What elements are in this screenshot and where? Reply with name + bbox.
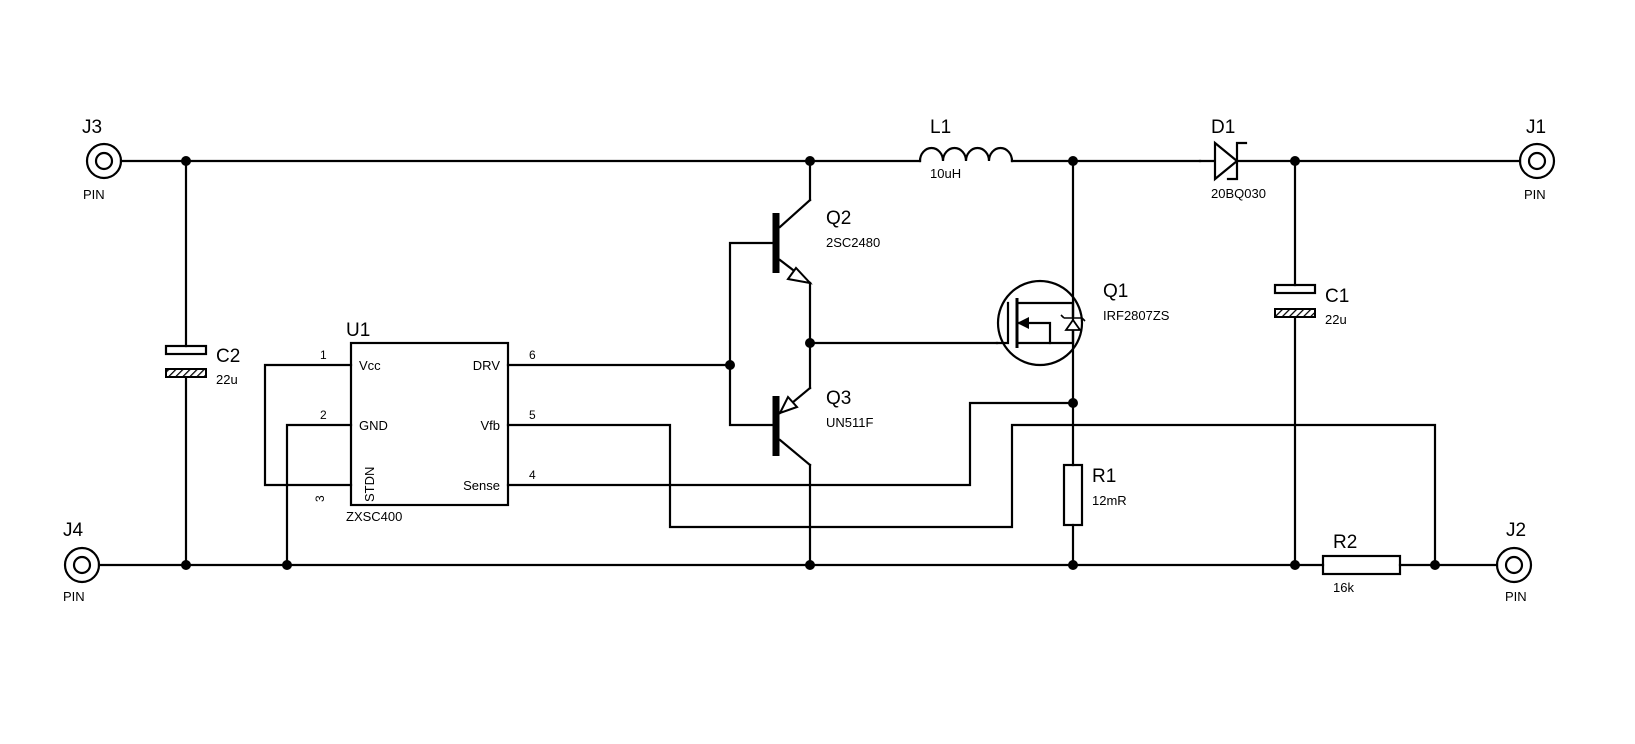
u1-pin-vcc-name: Vcc: [359, 358, 381, 373]
u1-pin-vfb-name: Vfb: [480, 418, 500, 433]
j1-ref: J1: [1526, 117, 1546, 138]
q3-value: UN511F: [826, 415, 874, 430]
d1-value: 20BQ030: [1211, 186, 1266, 201]
connector-j2: J2 PIN: [1495, 520, 1533, 604]
j3-ref: J3: [82, 117, 102, 138]
junction-dot: [1068, 398, 1078, 408]
wire-vcc-stdn-loop: [263, 363, 353, 487]
c1-ref: C1: [1325, 286, 1349, 307]
u1-pin-sense-name: Sense: [463, 478, 500, 493]
u1-value: ZXSC400: [346, 509, 402, 524]
u1-pin-vcc-num: 1: [320, 348, 327, 362]
q2-ref: Q2: [826, 208, 851, 229]
q2-value: 2SC2480: [826, 235, 880, 250]
wire-gnd: [285, 423, 353, 567]
junction-dot: [805, 156, 815, 166]
r2-ref: R2: [1333, 532, 1357, 553]
transistor-q3: Q3 UN511F: [772, 386, 874, 467]
u1-pin-gnd-name: GND: [359, 418, 388, 433]
capacitor-c1: C1 22u: [1273, 283, 1349, 327]
u1-pin-drv-num: 6: [529, 348, 536, 362]
j2-type: PIN: [1505, 589, 1527, 604]
l1-ref: L1: [930, 117, 951, 138]
r1-ref: R1: [1092, 466, 1116, 487]
wire-sense: [506, 401, 1075, 487]
resistor-r2: R2 16k: [1321, 532, 1402, 595]
connector-j3: J3 PIN: [82, 117, 123, 202]
l1-value: 10uH: [930, 166, 961, 181]
q1-value: IRF2807ZS: [1103, 308, 1170, 323]
j4-type: PIN: [63, 589, 85, 604]
wires: [97, 159, 1522, 567]
r2-value: 16k: [1333, 580, 1354, 595]
wire-base-link: [728, 241, 774, 427]
junction-dot: [805, 338, 815, 348]
junction-dot: [1430, 560, 1440, 570]
junctions: [181, 156, 1440, 570]
diode-d1: D1 20BQ030: [1198, 117, 1266, 201]
junction-dot: [805, 560, 815, 570]
q1-ref: Q1: [1103, 281, 1128, 302]
j4-ref: J4: [63, 520, 84, 541]
junction-dot: [1068, 560, 1078, 570]
mosfet-q1: Q1 IRF2807ZS: [995, 279, 1170, 367]
u1-pin-vfb-num: 5: [529, 408, 536, 422]
junction-dot: [181, 156, 191, 166]
junction-dot: [282, 560, 292, 570]
u1-pin-stdn-name: STDN: [362, 467, 377, 502]
transistor-q2: Q2 2SC2480: [772, 198, 880, 285]
u1-pin-drv-name: DRV: [473, 358, 501, 373]
inductor-l1: L1 10uH: [918, 117, 1014, 181]
junction-dot: [1290, 156, 1300, 166]
capacitor-c2: C2 22u: [164, 344, 240, 387]
u1-ref: U1: [346, 320, 370, 341]
u1-pin-stdn-num: 3: [313, 495, 327, 502]
c2-ref: C2: [216, 346, 240, 367]
u1-pin-sense-num: 4: [529, 468, 536, 482]
connector-j4: J4 PIN: [63, 520, 101, 604]
c1-value: 22u: [1325, 312, 1347, 327]
connector-j1: J1 PIN: [1518, 117, 1556, 202]
r1-value: 12mR: [1092, 493, 1127, 508]
junction-dot: [1068, 156, 1078, 166]
u1-pin-gnd-num: 2: [320, 408, 327, 422]
junction-dot: [725, 360, 735, 370]
wire-vfb: [506, 423, 1437, 567]
junction-dot: [1290, 560, 1300, 570]
ic-u1: U1 ZXSC400 Vcc GND STDN DRV Vfb Sense 1 …: [313, 320, 536, 524]
d1-ref: D1: [1211, 117, 1235, 138]
j3-type: PIN: [83, 187, 105, 202]
c2-value: 22u: [216, 372, 238, 387]
resistor-r1: R1 12mR: [1062, 463, 1127, 527]
junction-dot: [181, 560, 191, 570]
j1-type: PIN: [1524, 187, 1546, 202]
q3-ref: Q3: [826, 388, 851, 409]
j2-ref: J2: [1506, 520, 1526, 541]
